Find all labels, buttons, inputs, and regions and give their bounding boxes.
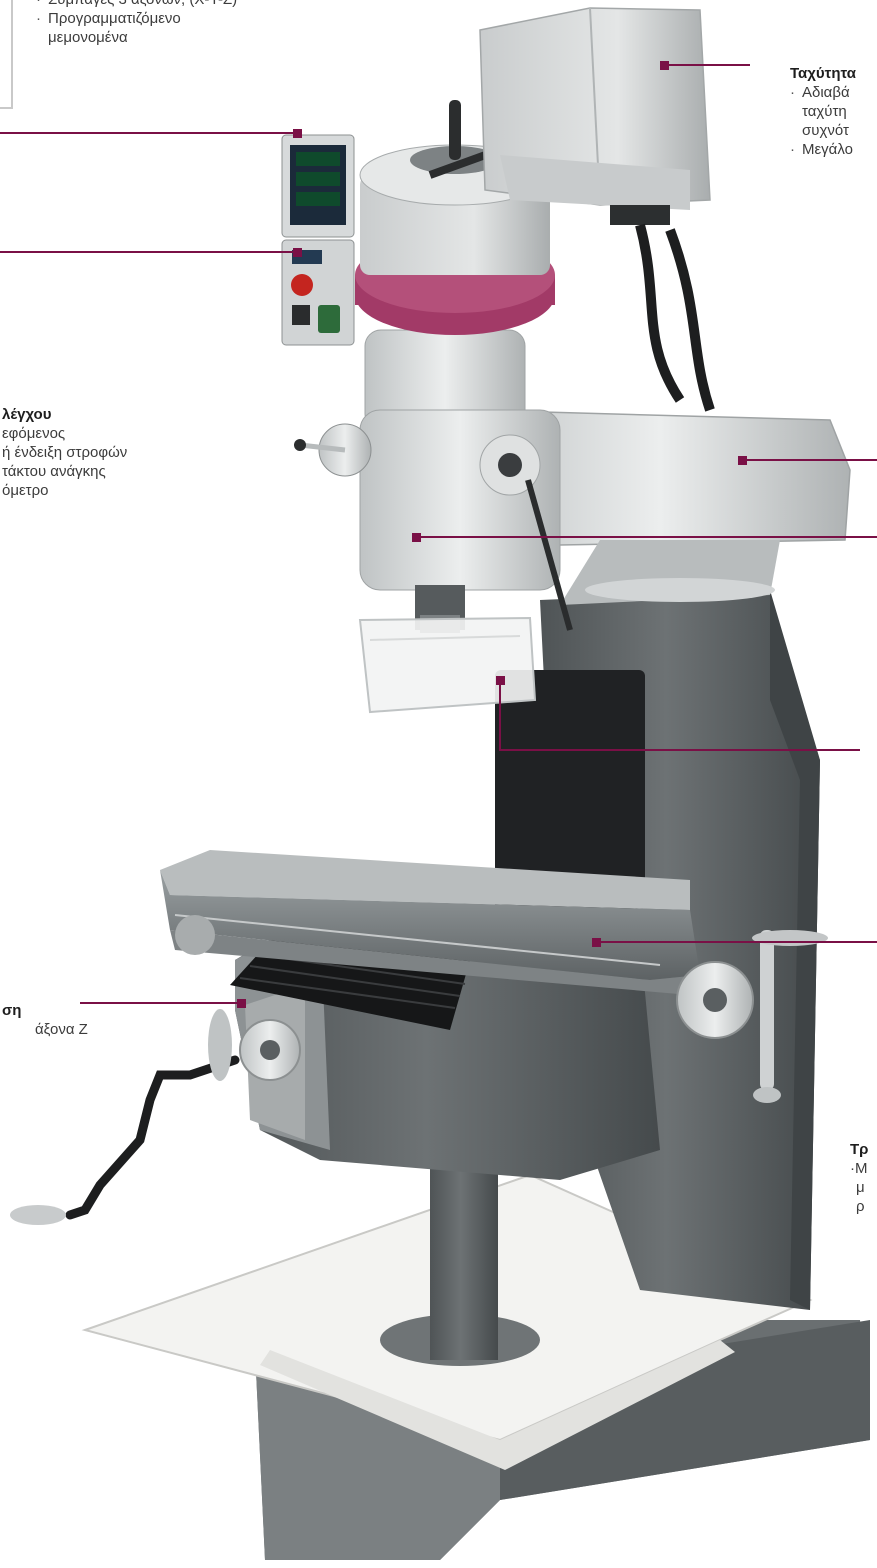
callout-control-line-2: ή ένδειξη στροφών [2,444,128,461]
callout-control-line-3: τάκτου ανάγκης [2,463,106,480]
callout-top-left-line-2: ·Προγραμματιζόμενο [36,10,181,27]
motor-housing [479,7,715,412]
callout-z-axis: ση άξονα Z [2,1001,88,1039]
callout-top-right-line-4: ·Μεγάλο [790,141,853,158]
work-table [160,850,700,995]
callout-control: λέγχου εφόμενος ή ένδειξη στροφών τάκτου… [2,405,127,500]
callout-table-right-line-3: ρ [856,1198,865,1215]
spindle-head [359,329,573,633]
callout-control-line-1: εφόμενος [2,425,66,442]
callout-top-left-line-1: ·Σύμπαγες 3 αξόνων, (X-Y-Z) [36,0,237,9]
machine-ram [469,409,851,605]
callout-z-axis-line-1: άξονα Z [35,1021,88,1038]
callout-top-right: Ταχύτητα ·Αδιαβά ταχύτη συχνότ ·Μεγάλο [790,64,856,159]
handwheels [10,915,828,1225]
callout-top-right-title: Ταχύτητα [790,65,856,82]
callout-top-left-line-3: μεμονομένα [48,29,128,46]
callout-top-left: ·Σύμπαγες 3 αξόνων, (X-Y-Z) ·Προγραμματι… [36,0,237,47]
callout-leaders [0,61,877,1008]
column-bellows [495,670,645,910]
info-box-border [0,0,13,109]
callout-table-right: Τρ ·Μ μ ρ [850,1140,868,1216]
callout-control-line-4: όμετρο [2,482,49,499]
callout-table-right-title: Τρ [850,1141,869,1158]
callout-table-right-line-1: ·Μ [850,1160,868,1177]
head-collar [355,100,612,335]
spindle-guard [358,616,537,714]
callout-control-title: λέγχου [2,406,52,423]
digital-readout [281,134,355,238]
callout-top-right-line-2: ταχύτη [802,103,847,120]
callout-top-right-line-3: συχνότ [802,122,849,139]
callout-table-right-line-2: μ [856,1179,865,1196]
callout-top-right-line-1: ·Αδιαβά [790,84,850,101]
callout-z-axis-title: ση [2,1002,22,1019]
control-box [281,239,355,346]
quill-handwheel [294,423,372,477]
